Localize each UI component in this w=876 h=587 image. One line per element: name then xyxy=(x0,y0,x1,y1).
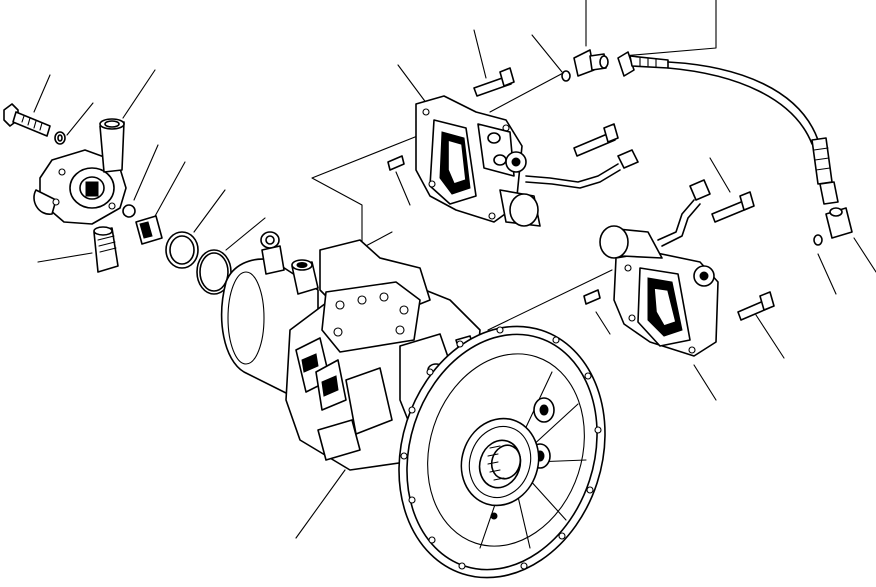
rear-regulator-bolts xyxy=(711,191,775,321)
front-regulator-alignment xyxy=(311,134,421,249)
rear-regulator-alignment xyxy=(487,269,613,331)
leader-line xyxy=(66,102,94,136)
flange-bolt-holes xyxy=(400,326,602,570)
leader-line xyxy=(595,311,611,335)
leader-line xyxy=(193,189,226,233)
leader-line xyxy=(817,253,837,295)
leader-line xyxy=(153,161,186,219)
dowel-pin-top xyxy=(387,155,405,171)
gear-pump xyxy=(33,149,127,225)
elbow-fitting-top xyxy=(561,49,609,82)
drive-coupling xyxy=(93,226,119,273)
input-spline-shaft xyxy=(478,439,522,489)
leader-line xyxy=(621,0,717,57)
leader-line xyxy=(33,74,51,113)
leader-line xyxy=(755,314,785,359)
front-regulator xyxy=(415,95,523,223)
solenoid-valve xyxy=(499,149,639,227)
leader-lines xyxy=(33,0,876,539)
leader-line xyxy=(133,144,159,201)
plug xyxy=(135,215,163,245)
leader-line xyxy=(853,237,876,273)
assembly-lines xyxy=(311,134,613,331)
washer-left xyxy=(54,131,66,145)
o-ring-large xyxy=(196,249,232,295)
front-regulator-bolts xyxy=(473,67,619,157)
elbow-fitting-right xyxy=(813,207,853,246)
leader-line xyxy=(295,469,346,539)
rear-regulator xyxy=(613,251,719,357)
leader-line xyxy=(693,364,717,401)
leader-line xyxy=(489,71,566,113)
snap-ring xyxy=(165,231,199,269)
leader-line xyxy=(531,34,563,73)
leader-line xyxy=(225,217,266,251)
solenoid-valve-rear xyxy=(599,179,711,259)
leader-line xyxy=(473,29,487,79)
pilot-hose xyxy=(617,51,839,205)
leader-line xyxy=(709,157,731,193)
leader-line xyxy=(395,171,411,206)
mounting-bolt-left xyxy=(3,103,51,137)
o-ring-small xyxy=(122,204,136,218)
leader-line xyxy=(122,69,156,119)
dowel-pin-right xyxy=(583,289,601,305)
suction-elbow xyxy=(99,118,125,173)
leader-line xyxy=(37,252,93,263)
